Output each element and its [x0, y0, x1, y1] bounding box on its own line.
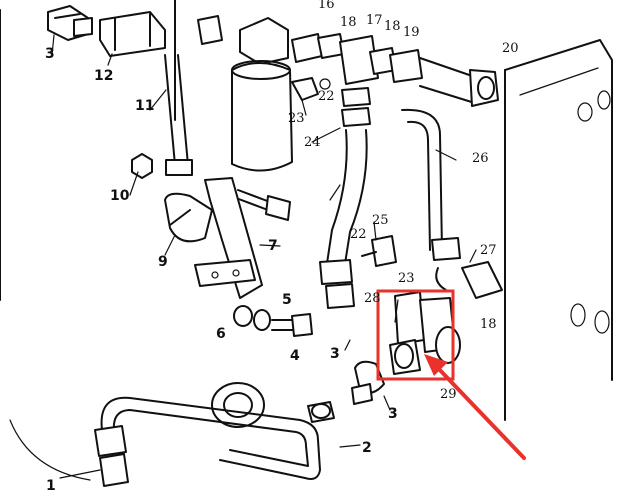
- pipe-11: [164, 54, 193, 176]
- callout-28: 28: [364, 291, 381, 306]
- fitting-27: [435, 261, 503, 299]
- tank-outline: [0, 0, 176, 481]
- callout-3-top: 3: [45, 46, 55, 62]
- nut-small-top: [197, 15, 223, 45]
- callout-9: 9: [158, 254, 168, 270]
- callout-22-top: 22: [318, 89, 335, 104]
- block-28-assembly: [389, 291, 461, 375]
- callout-23-mid: 23: [398, 271, 415, 286]
- fitting-3-top: [47, 5, 93, 41]
- highlight-box: [376, 289, 455, 381]
- callout-22-mid: 22: [350, 227, 367, 242]
- callout-2: 2: [362, 440, 372, 456]
- callout-16: 16: [318, 0, 335, 12]
- leader-lines: [51, 34, 477, 479]
- bracket-7: [194, 177, 263, 299]
- callout-19: 19: [403, 25, 420, 40]
- elbow-22-mid: [361, 235, 397, 267]
- callout-labels: 3 12 11 10 9 7 6 5 4 1 2 3 3 16 18 17 18…: [45, 0, 519, 494]
- callout-18-b: 18: [384, 19, 401, 34]
- tee-17-assembly: [291, 33, 423, 85]
- bolt-long: [235, 189, 291, 221]
- callout-24: 24: [304, 135, 321, 150]
- callout-12: 12: [94, 68, 113, 84]
- callout-18-a: 18: [340, 15, 357, 30]
- callout-23-top: 23: [288, 111, 305, 126]
- bolt-4-washers: [233, 305, 313, 337]
- highlight-arrow: [424, 354, 526, 460]
- callout-1: 1: [46, 478, 56, 494]
- callout-7: 7: [268, 238, 278, 254]
- callout-27: 27: [480, 243, 497, 258]
- callout-6: 6: [216, 326, 226, 342]
- housing-panel: [504, 39, 613, 421]
- callout-11: 11: [135, 98, 154, 114]
- elbow-9: [164, 192, 213, 243]
- callout-18-c: 18: [480, 317, 497, 332]
- callout-26: 26: [472, 151, 489, 166]
- pipe-26: [401, 108, 461, 261]
- seal-ring: [211, 382, 265, 428]
- callout-3-low: 3: [388, 406, 398, 422]
- callout-5: 5: [282, 292, 292, 308]
- callout-3-mid: 3: [330, 346, 340, 362]
- callout-20: 20: [502, 41, 519, 56]
- callout-10: 10: [110, 188, 130, 204]
- callout-25: 25: [372, 213, 389, 228]
- nut-10: [131, 153, 153, 179]
- pipe-24: [319, 87, 371, 309]
- hose-20: [419, 57, 499, 107]
- callout-17: 17: [366, 13, 383, 28]
- filter-canister: [231, 17, 293, 172]
- fitting-1: [94, 425, 129, 487]
- callout-4: 4: [290, 348, 300, 364]
- bracket-12: [99, 11, 166, 57]
- callout-29: 29: [440, 387, 457, 402]
- elbow-22-top: [291, 77, 331, 101]
- pipe-2: [100, 396, 335, 480]
